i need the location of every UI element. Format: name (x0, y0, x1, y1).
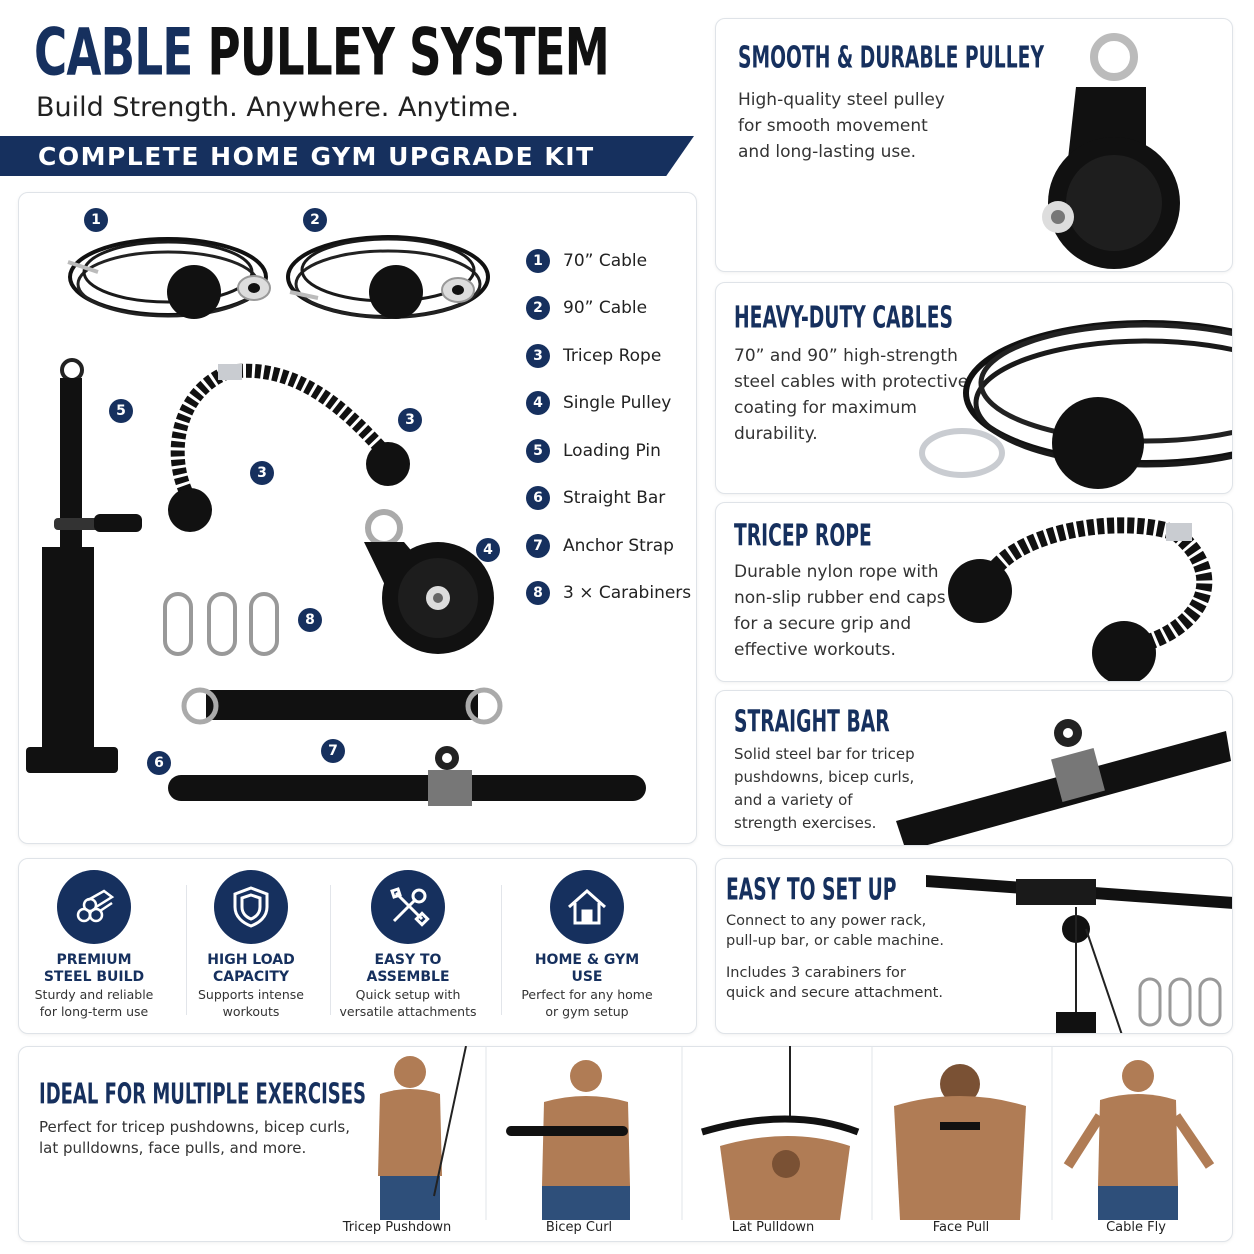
cable-90-image (286, 235, 490, 319)
title-part-cable: CABLE (34, 14, 193, 91)
subtitle: Build Strength. Anywhere. Anytime. (36, 92, 520, 123)
feature-card-bar: STRAIGHT BAR Solid steel bar for tricep … (715, 690, 1233, 846)
badge-straight-bar: 6 (147, 751, 171, 775)
straight-bar-image (896, 719, 1231, 845)
cable-image (919, 320, 1232, 489)
kit-item-label: Anchor Strap (563, 536, 674, 556)
feature-card-pulley: SMOOTH & DURABLE PULLEY High-quality ste… (715, 18, 1233, 272)
kit-item-label: 70” Cable (563, 251, 648, 271)
cable-fly-figure (1063, 1060, 1215, 1220)
kit-item-label: Straight Bar (563, 488, 666, 508)
page-title: CABLE PULLEY SYSTEM (34, 14, 610, 91)
benefit-home-gym: HOME & GYM USE Perfect for any home or g… (512, 870, 662, 1020)
carabiners-image (163, 592, 279, 656)
feature-title: SMOOTH & DURABLE PULLEY (738, 41, 1045, 76)
anchor-strap-image (181, 687, 503, 725)
badge-cable-90: 2 (303, 208, 327, 232)
exercise-label-face-pull: Face Pull (932, 1220, 990, 1235)
exercise-label-cable-fly: Cable Fly (1106, 1220, 1166, 1235)
badge-pulley: 4 (476, 538, 500, 562)
badge-carabiners: 8 (298, 608, 322, 632)
benefit-steel-build: PREMIUM STEEL BUILD Sturdy and reliable … (19, 870, 169, 1020)
feature-card-cables: HEAVY-DUTY CABLES 70” and 90” high-stren… (715, 282, 1233, 494)
divider (186, 885, 187, 1015)
pulley-image (1042, 33, 1180, 269)
exercise-label-lat-pulldown: Lat Pulldown (731, 1220, 815, 1235)
benefit-load-capacity: HIGH LOAD CAPACITY Supports intense work… (176, 870, 326, 1020)
feature-body: Durable nylon rope with non-slip rubber … (734, 562, 946, 660)
tricep-rope-image (168, 363, 410, 532)
steel-bars-icon (57, 870, 131, 944)
divider (501, 885, 502, 1015)
badge-anchor-strap: 7 (321, 739, 345, 763)
title-part-pulley-system: PULLEY SYSTEM (207, 14, 610, 91)
straight-bar-image (168, 746, 646, 806)
feature-title: EASY TO SET UP (726, 873, 897, 908)
badge-loading-pin: 5 (109, 399, 133, 423)
benefit-easy-assemble: EASY TO ASSEMBLE Quick setup with versat… (333, 870, 483, 1020)
home-icon (550, 870, 624, 944)
feature-title: HEAVY-DUTY CABLES (734, 301, 954, 336)
bicep-curl-figure (506, 1060, 630, 1220)
cable-70-image (67, 237, 271, 319)
feature-body: Connect to any power rack, pull-up bar, … (726, 913, 944, 1001)
kit-item-label: Loading Pin (563, 441, 661, 461)
feature-body: High-quality steel pulley for smooth mov… (738, 90, 945, 162)
face-pull-figure (894, 1064, 1026, 1220)
divider (330, 885, 331, 1015)
feature-title: TRICEP ROPE (734, 519, 872, 554)
badge-cable-70: 1 (84, 208, 108, 232)
exercises-title: IDEAL FOR MULTIPLE EXERCISES (39, 1077, 367, 1111)
feature-body: 70” and 90” high-strength steel cables w… (734, 346, 969, 444)
setup-image (926, 875, 1232, 1033)
kit-item-label: 3 × Carabiners (563, 583, 692, 603)
kit-item-label: Tricep Rope (563, 346, 662, 366)
lat-pulldown-figure (701, 1046, 860, 1220)
banner-text: COMPLETE HOME GYM UPGRADE KIT (38, 142, 595, 171)
shield-icon (214, 870, 288, 944)
rope-image (948, 517, 1213, 681)
exercises-body: Perfect for tricep pushdowns, bicep curl… (39, 1118, 350, 1157)
exercise-label-tricep-pushdown: Tricep Pushdown (342, 1220, 452, 1235)
kit-item-label: Single Pulley (563, 393, 672, 413)
kit-item-label: 90” Cable (563, 298, 648, 318)
tools-icon (371, 870, 445, 944)
kit-product-illustration (26, 235, 646, 806)
feature-card-setup: EASY TO SET UP Connect to any power rack… (715, 858, 1233, 1034)
feature-card-rope: TRICEP ROPE Durable nylon rope with non-… (715, 502, 1233, 682)
exercise-label-bicep-curl: Bicep Curl (545, 1220, 613, 1235)
feature-body: Solid steel bar for tricep pushdowns, bi… (734, 745, 915, 832)
tricep-pushdown-figure (378, 1046, 467, 1220)
exercise-illustrations (378, 1046, 1215, 1220)
feature-title: STRAIGHT BAR (734, 705, 890, 740)
single-pulley-image (364, 509, 494, 654)
badge-rope-right: 3 (398, 408, 422, 432)
badge-rope-left: 3 (250, 461, 274, 485)
loading-pin-image (26, 358, 142, 773)
banner (0, 136, 694, 176)
